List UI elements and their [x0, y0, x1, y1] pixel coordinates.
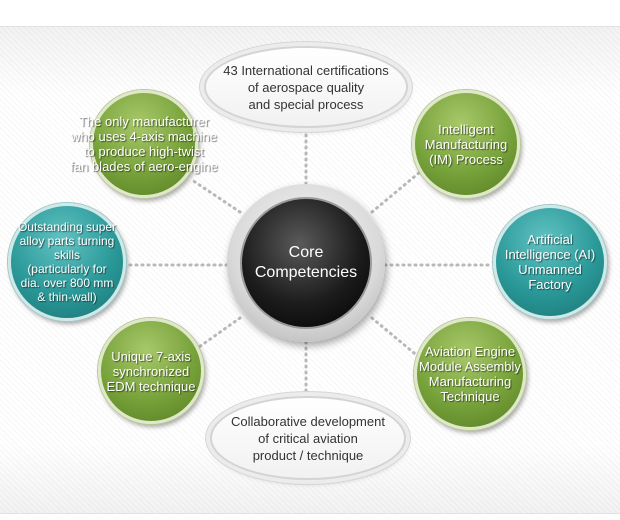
node-fan-blades: The only manufacturer who uses 4-axis ma…	[70, 90, 218, 198]
node-certifications-label: 43 International certifications of aeros…	[223, 62, 389, 112]
node-aviation-engine-module-label: Aviation Engine Module Assembly Manufact…	[419, 344, 521, 404]
node-fan-blades-label: The only manufacturer who uses 4-axis ma…	[70, 114, 218, 174]
node-edm-technique-label: Unique 7-axis synchronized EDM technique	[106, 348, 196, 394]
node-intelligent-manufacturing: Intelligent Manufacturing (IM) Process	[412, 90, 520, 198]
node-intelligent-manufacturing-label: Intelligent Manufacturing (IM) Process	[424, 121, 508, 167]
connector-edm-technique	[190, 316, 242, 354]
node-ai-unmanned-factory: Artificial Intelligence (AI) Unmanned Fa…	[493, 205, 607, 319]
core-label: Core Competencies	[254, 244, 358, 281]
node-edm-technique: Unique 7-axis synchronized EDM technique	[98, 318, 204, 424]
node-certifications: 43 International certifications of aeros…	[204, 46, 408, 128]
node-aviation-engine-module: Aviation Engine Module Assembly Manufact…	[414, 318, 526, 430]
node-alloy-turning: Outstanding super alloy parts turning sk…	[8, 203, 126, 321]
node-ai-unmanned-factory-label: Artificial Intelligence (AI) Unmanned Fa…	[504, 232, 596, 292]
node-alloy-turning-label: Outstanding super alloy parts turning sk…	[17, 220, 117, 304]
core-competencies-node: Core Competencies	[240, 197, 372, 329]
node-collaborative-development-label: Collaborative development of critical av…	[231, 413, 385, 463]
connector-intelligent-manufacturing	[370, 170, 422, 214]
connector-aviation-engine-module	[370, 316, 422, 360]
node-collaborative-development: Collaborative development of critical av…	[210, 396, 406, 480]
connector-fan-blades	[190, 178, 242, 214]
